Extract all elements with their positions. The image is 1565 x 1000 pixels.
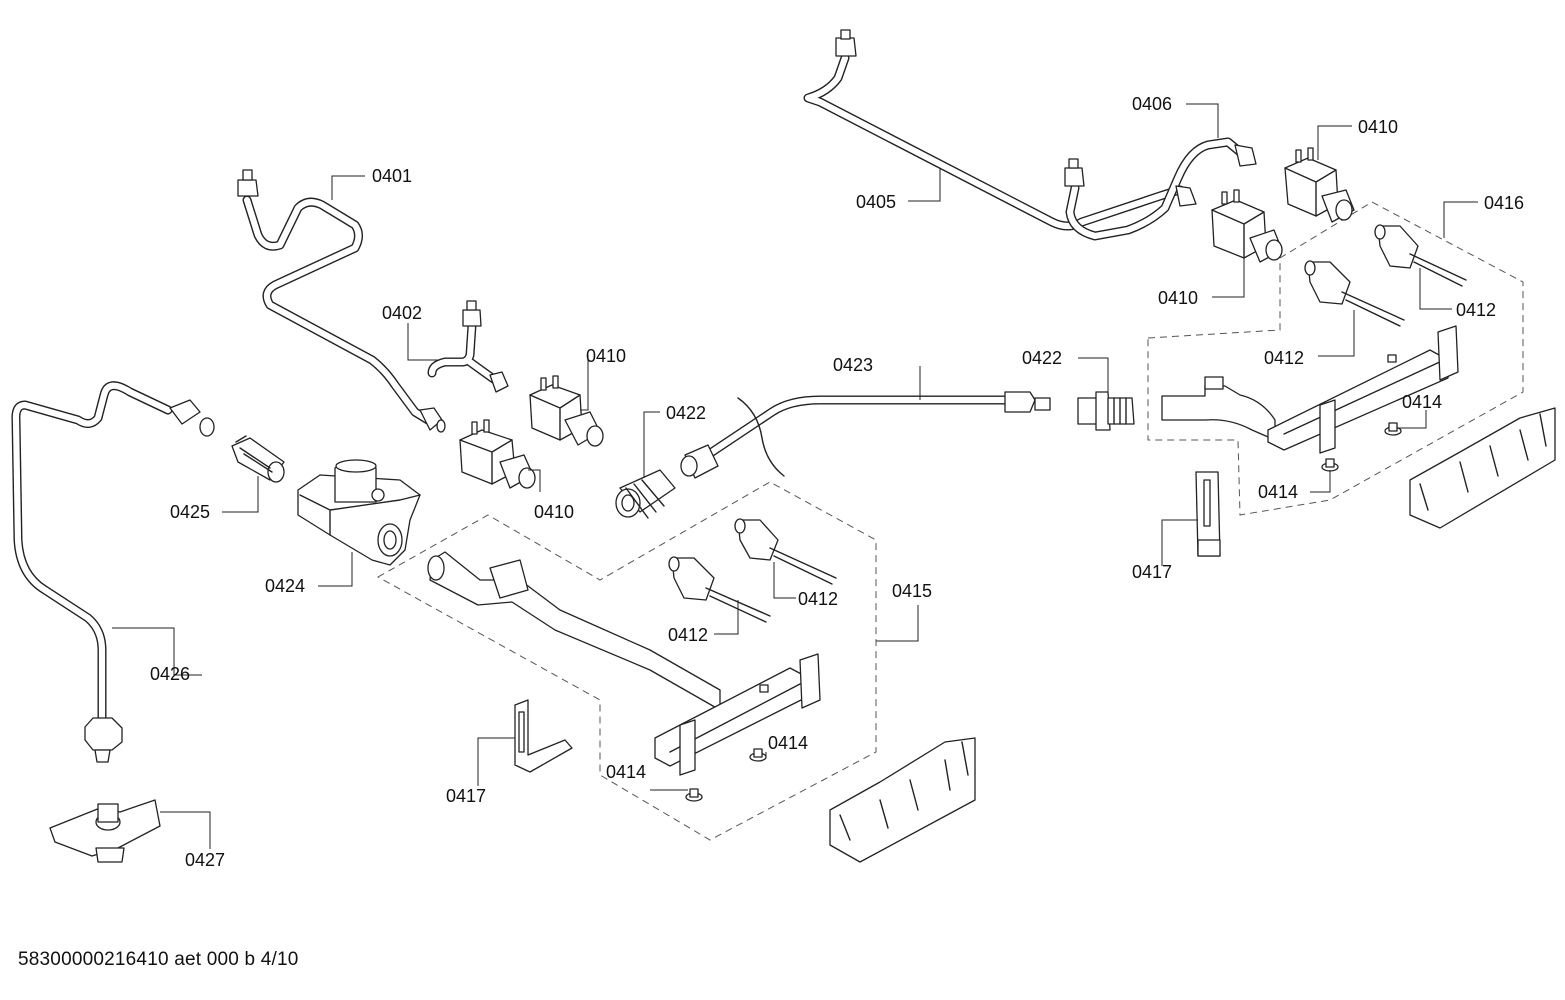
callout-0412-right-b: 0412 bbox=[1264, 348, 1304, 368]
callout-0410-lower-left: 0410 bbox=[534, 502, 574, 522]
callout-0422-left: 0422 bbox=[666, 403, 706, 423]
callout-0417-right: 0417 bbox=[1132, 562, 1172, 582]
pipe-0401 bbox=[237, 169, 446, 433]
solenoid-0410-lower-left bbox=[459, 419, 536, 489]
callout-0406: 0406 bbox=[1132, 94, 1172, 114]
manifold-right bbox=[1161, 325, 1459, 454]
callout-0416: 0416 bbox=[1484, 193, 1524, 213]
callout-0425: 0425 bbox=[170, 502, 210, 522]
assembly-outline-left bbox=[376, 481, 877, 841]
screw-0414-right-a bbox=[1384, 422, 1402, 436]
valve-0412-right-a bbox=[1374, 224, 1467, 287]
pipe-0426 bbox=[11, 381, 215, 763]
pipe-0423 bbox=[680, 391, 1051, 479]
valve-0412-left-b bbox=[668, 556, 771, 623]
solenoid-0410-lower-right bbox=[1211, 189, 1283, 263]
pipe-0406 bbox=[1064, 137, 1257, 241]
valve-0412-left-a bbox=[734, 518, 837, 585]
manifold-left bbox=[427, 551, 821, 776]
bracket-0417-left bbox=[514, 699, 573, 773]
callout-0414-left-b: 0414 bbox=[606, 762, 646, 782]
callout-0414-left-a: 0414 bbox=[768, 733, 808, 753]
fitting-0422-left bbox=[615, 469, 676, 519]
callout-labels: 0401 0402 0410 0410 0422 0423 0422 0405 … bbox=[150, 94, 1524, 870]
leader-lines bbox=[112, 103, 1478, 849]
document-id-footer: 58300000216410 aet 000 b 4/10 bbox=[18, 949, 299, 970]
pipe-0402 bbox=[427, 300, 509, 393]
solenoid-0410-upper-left bbox=[529, 375, 604, 447]
spring-clip-left bbox=[829, 737, 976, 863]
callout-0423: 0423 bbox=[833, 355, 873, 375]
screw-0414-right-b bbox=[1321, 458, 1339, 472]
callout-0427: 0427 bbox=[185, 850, 225, 870]
callout-0426: 0426 bbox=[150, 664, 190, 684]
base-0427 bbox=[49, 799, 161, 863]
regulator-0424 bbox=[297, 459, 421, 566]
callout-0410-lower-right: 0410 bbox=[1158, 288, 1198, 308]
callout-0401: 0401 bbox=[372, 166, 412, 186]
solenoid-0410-upper-right bbox=[1284, 147, 1355, 223]
fitting-0422-right bbox=[1077, 391, 1135, 431]
callout-0412-right-a: 0412 bbox=[1456, 300, 1496, 320]
screw-0414-left-a bbox=[749, 748, 767, 762]
callout-0410-upper-right: 0410 bbox=[1358, 117, 1398, 137]
spring-clip-right bbox=[1409, 407, 1556, 529]
callout-0414-right-a: 0414 bbox=[1402, 392, 1442, 412]
callout-0405: 0405 bbox=[856, 192, 896, 212]
callout-0410-upper-left: 0410 bbox=[586, 346, 626, 366]
callout-0412-left-b: 0412 bbox=[668, 625, 708, 645]
fitting-0425 bbox=[231, 435, 285, 483]
callout-0422-right: 0422 bbox=[1022, 348, 1062, 368]
callout-0424: 0424 bbox=[265, 576, 305, 596]
callout-0412-left-a: 0412 bbox=[798, 589, 838, 609]
bracket-0417-right bbox=[1195, 471, 1221, 557]
assembly-outline-right bbox=[1147, 201, 1524, 516]
screw-0414-left-b bbox=[685, 788, 703, 802]
callout-0417-left: 0417 bbox=[446, 786, 486, 806]
callout-0415: 0415 bbox=[892, 581, 932, 601]
valve-0412-right-b bbox=[1304, 260, 1405, 327]
callout-0414-right-b: 0414 bbox=[1258, 482, 1298, 502]
callout-0402: 0402 bbox=[382, 303, 422, 323]
